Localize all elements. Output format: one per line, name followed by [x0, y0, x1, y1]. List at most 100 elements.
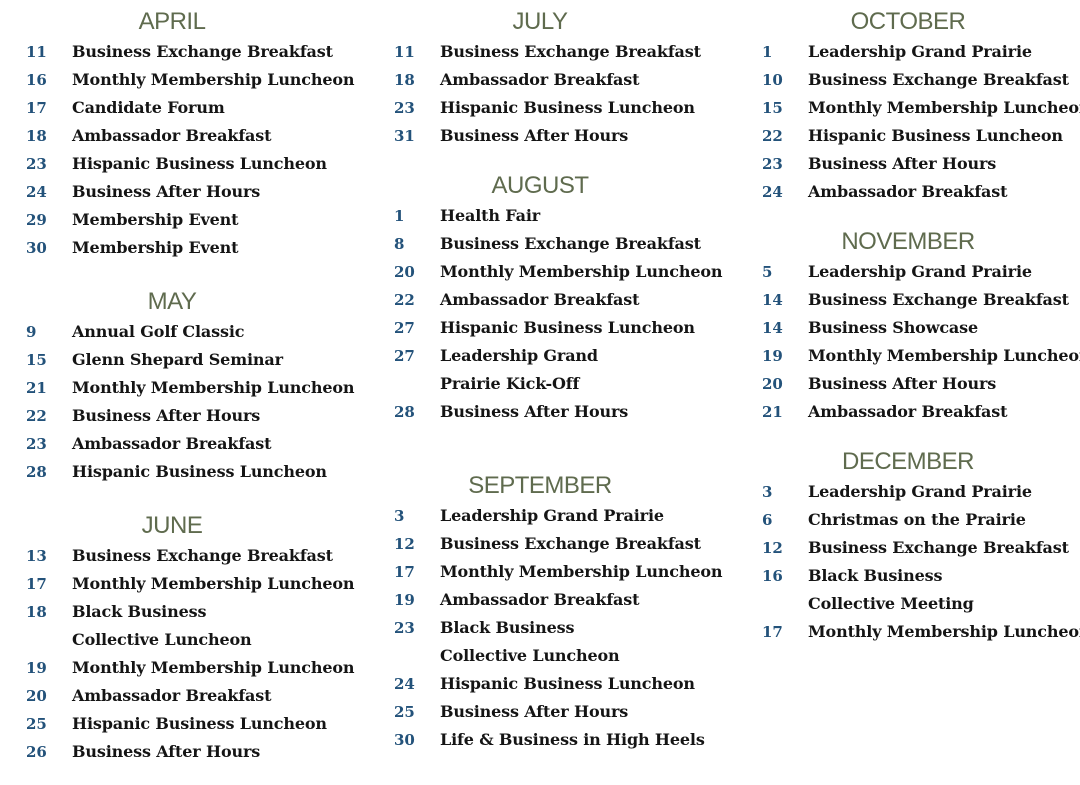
event-title: Business After Hours — [72, 742, 261, 761]
event-title: Glenn Shepard Seminar — [72, 350, 283, 369]
event-day: 30 — [26, 239, 47, 257]
event-day: 28 — [26, 463, 47, 481]
event-title: Monthly Membership Luncheon — [72, 70, 355, 89]
event-title: Business Exchange Breakfast — [808, 70, 1069, 89]
event-day: 31 — [394, 127, 415, 145]
event-day: 17 — [26, 99, 47, 117]
event-title: Business After Hours — [808, 374, 997, 393]
event-day: 17 — [394, 563, 415, 581]
event-day: 24 — [26, 183, 47, 201]
event-title: Business Exchange Breakfast — [440, 234, 701, 253]
event-title: Monthly Membership Luncheon — [72, 378, 355, 397]
event-day: 6 — [762, 511, 773, 529]
event-title: Business After Hours — [440, 126, 629, 145]
event-day: 16 — [26, 71, 47, 89]
event-item: 16 Monthly Membership Luncheon — [26, 66, 366, 94]
month-heading: NOVEMBER — [841, 228, 975, 255]
event-title: Ambassador Breakfast — [72, 434, 272, 453]
event-day: 30 — [394, 731, 415, 749]
event-title: Business After Hours — [440, 402, 629, 421]
event-day: 19 — [394, 591, 415, 609]
event-title: Business Exchange Breakfast — [808, 290, 1069, 309]
event-title: Monthly Membership Luncheon — [72, 574, 355, 593]
event-title: Hispanic Business Luncheon — [72, 462, 327, 481]
event-day: 14 — [762, 291, 783, 309]
event-day: 21 — [762, 403, 783, 421]
month-spacer — [26, 262, 366, 286]
month-heading: AUGUST — [491, 172, 589, 199]
event-day: 23 — [26, 155, 47, 173]
event-title: Annual Golf Classic — [72, 322, 245, 341]
event-day: 20 — [26, 687, 47, 705]
event-title-line: Prairie Kick-Off — [440, 374, 580, 393]
event-title: Monthly Membership Luncheon — [440, 262, 723, 281]
event-item: 17 Monthly Membership Luncheon — [394, 558, 734, 586]
event-day: 1 — [762, 43, 773, 61]
event-item: 23 Hispanic Business Luncheon — [394, 94, 734, 122]
event-title: Hispanic Business Luncheon — [72, 154, 327, 173]
event-title: Ambassador Breakfast — [808, 182, 1008, 201]
event-item: 20 Monthly Membership Luncheon — [394, 258, 734, 286]
event-title: Monthly Membership Luncheon — [808, 346, 1080, 365]
event-title-line: Black Business — [72, 602, 207, 621]
event-day: 23 — [394, 99, 415, 117]
event-day: 13 — [26, 547, 47, 565]
event-title-line: Black Business — [440, 618, 575, 637]
event-title: Hispanic Business Luncheon — [72, 714, 327, 733]
event-title: Membership Event — [72, 238, 239, 257]
event-title: Monthly Membership Luncheon — [440, 562, 723, 581]
event-title: Business Showcase — [808, 318, 979, 337]
month-heading: SEPTEMBER — [468, 472, 612, 499]
month-heading: OCTOBER — [850, 8, 966, 35]
month-heading: DECEMBER — [841, 448, 975, 475]
event-day: 20 — [394, 263, 415, 281]
event-day: 19 — [26, 659, 47, 677]
month-spacer — [762, 206, 1080, 226]
event-day: 19 — [762, 347, 783, 365]
month-heading: JULY — [512, 8, 568, 35]
event-title: Hispanic Business Luncheon — [440, 98, 695, 117]
event-title: Ambassador Breakfast — [440, 70, 640, 89]
event-day: 14 — [762, 319, 783, 337]
event-title: Business After Hours — [440, 702, 629, 721]
event-day: 5 — [762, 263, 773, 281]
event-item: 28 Hispanic Business Luncheon — [26, 458, 366, 486]
event-day: 24 — [394, 675, 415, 693]
event-title-line: Collective Luncheon — [72, 630, 252, 649]
